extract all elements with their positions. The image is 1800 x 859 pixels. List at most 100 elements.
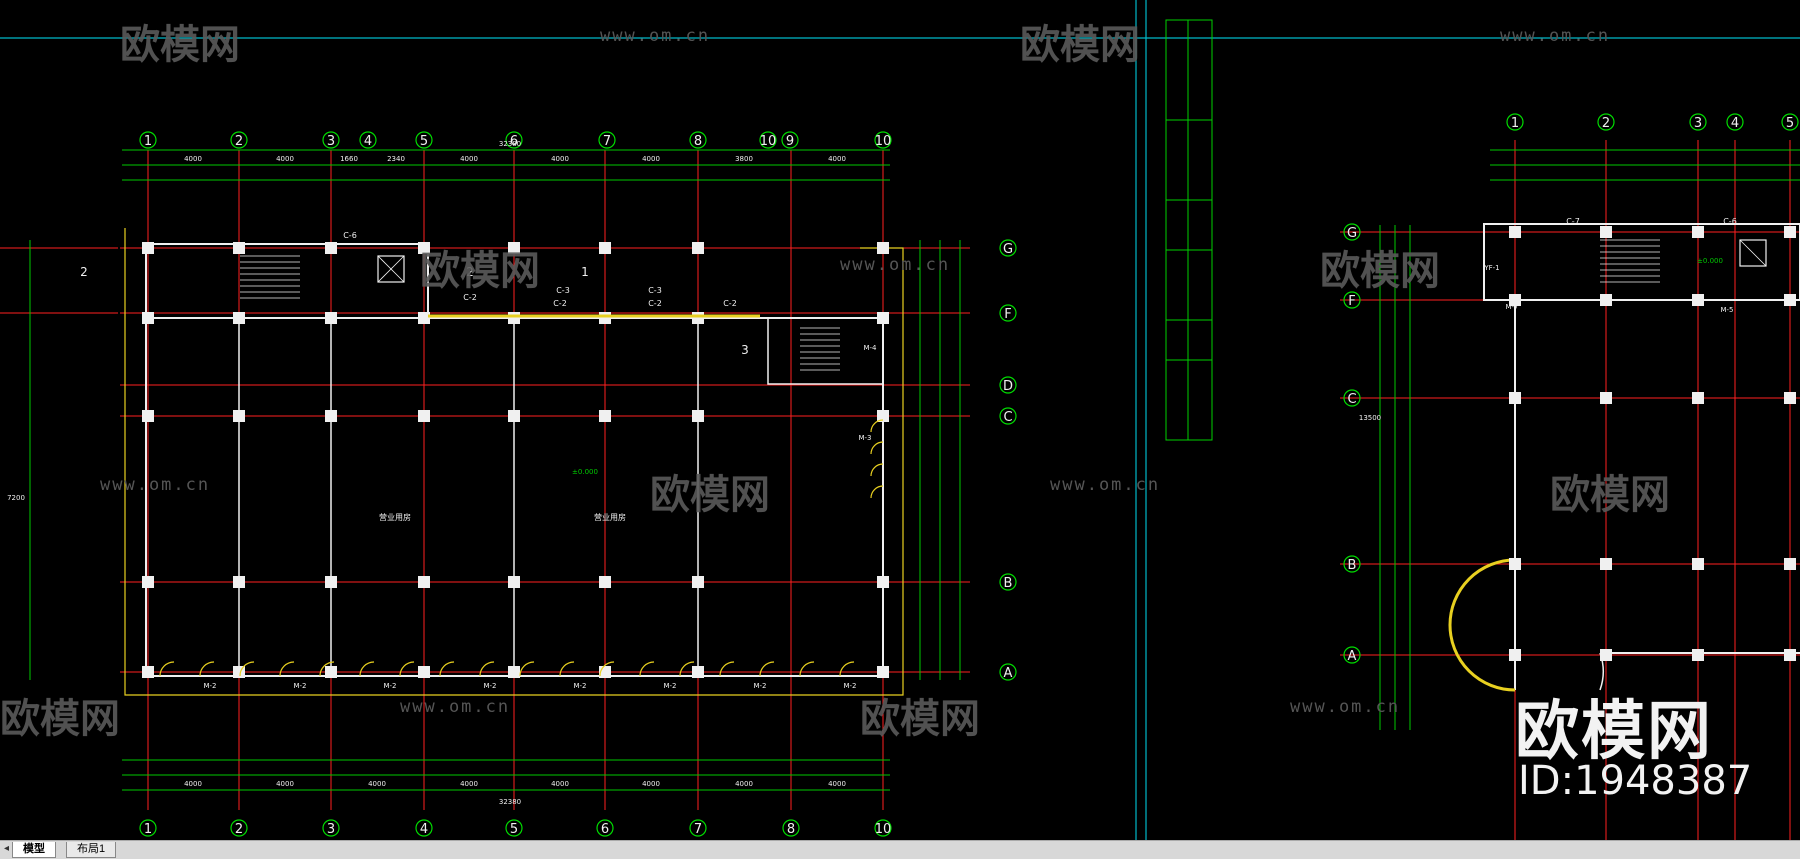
dim-text: 4000 [276, 155, 294, 163]
axis-label: 10 [875, 822, 892, 837]
watermark-logo: 欧模网 [860, 696, 980, 742]
axis-label: 6 [510, 134, 518, 149]
dim-text: 4000 [460, 155, 478, 163]
tab-layout1[interactable]: 布局1 [66, 842, 117, 858]
column [692, 666, 704, 678]
door-label: M-2 [573, 682, 586, 690]
column [1600, 392, 1612, 404]
watermark-url: www.om.cn [1290, 697, 1401, 717]
dim-text: 32380 [499, 140, 521, 148]
column [1784, 294, 1796, 306]
window-label: C-7 [1566, 217, 1580, 226]
axis-bubble [415, 819, 433, 837]
axis-label: 3 [1694, 116, 1702, 131]
door-swing [479, 661, 495, 677]
door-swing [359, 661, 375, 677]
door-swing [679, 661, 695, 677]
column [1600, 226, 1612, 238]
dim-text: 4000 [276, 780, 294, 788]
axis-label: 3 [327, 822, 335, 837]
tab-model[interactable]: 模型 [12, 842, 56, 858]
door-swing [759, 661, 775, 677]
door-label: M-4 [863, 344, 877, 352]
column [1692, 294, 1704, 306]
column [418, 242, 430, 254]
column [1600, 649, 1612, 661]
axis-label: 4 [420, 822, 428, 837]
axis-label: A [1004, 666, 1013, 681]
dim-text: 4000 [642, 780, 660, 788]
watermark-id: ID:1948387 [1518, 758, 1753, 804]
door-label: M-2 [293, 682, 306, 690]
watermark-url: www.om.cn [840, 255, 951, 275]
door-label: M-2 [483, 682, 496, 690]
axis-bubble [999, 663, 1017, 681]
elevator [377, 255, 405, 283]
column [1692, 392, 1704, 404]
door-swing [870, 463, 884, 477]
door-swing [839, 661, 855, 677]
column [508, 312, 520, 324]
window-label: C-3 [556, 286, 570, 295]
axis-bubble [505, 819, 523, 837]
column [692, 312, 704, 324]
door-label: M-3 [858, 434, 871, 442]
watermark-big-logo: 欧模网 [1515, 695, 1713, 769]
dim-text: 13500 [1359, 414, 1381, 422]
axis-bubble [139, 819, 157, 837]
door-swing [239, 661, 255, 677]
axis-bubble [1597, 113, 1615, 131]
axis-bubble [781, 131, 799, 149]
axis-label: 1 [144, 134, 152, 149]
axis-label: 8 [787, 822, 795, 837]
room-label: 营业用房 [379, 512, 411, 522]
axis-bubble [999, 376, 1017, 394]
dim-text: 4000 [551, 155, 569, 163]
window-label: C-2 [553, 299, 567, 308]
dim-text: 4000 [828, 155, 846, 163]
column [1509, 226, 1521, 238]
dim-text: 1660 [340, 155, 358, 163]
axis-bubble [999, 304, 1017, 322]
door-label: M-2 [843, 682, 856, 690]
door-swing [599, 661, 615, 677]
column [142, 242, 154, 254]
door-swing [799, 661, 815, 677]
axis-label: G [1003, 242, 1013, 257]
door-swing [870, 419, 884, 433]
axis-bubble [689, 131, 707, 149]
axis-label: 2 [1602, 116, 1610, 131]
column [877, 312, 889, 324]
elevator-cross [377, 255, 405, 283]
column [1784, 226, 1796, 238]
door-label: M-2 [753, 682, 766, 690]
column [508, 242, 520, 254]
axis-label: G [1347, 226, 1357, 241]
axis-label: 1 [1511, 116, 1519, 131]
axis-bubble [999, 407, 1017, 425]
column [877, 242, 889, 254]
window-label: C-3 [648, 286, 662, 295]
watermark-logo: 欧模网 [120, 22, 240, 68]
axis-bubble [1781, 113, 1799, 131]
column [233, 410, 245, 422]
axis-label: 5 [510, 822, 518, 837]
column [508, 410, 520, 422]
axis-bubble [874, 131, 892, 149]
tab-scroll-icon[interactable]: ◂ [4, 843, 10, 854]
watermark-url: www.om.cn [1050, 475, 1161, 495]
axis-label: 2 [235, 822, 243, 837]
column [1692, 649, 1704, 661]
axis-bubble [759, 131, 777, 149]
column [1784, 558, 1796, 570]
axis-label: 7 [694, 822, 702, 837]
axis-bubble [1726, 113, 1744, 131]
column [508, 576, 520, 588]
column [1784, 649, 1796, 661]
column [1600, 558, 1612, 570]
core-block [1483, 223, 1800, 301]
